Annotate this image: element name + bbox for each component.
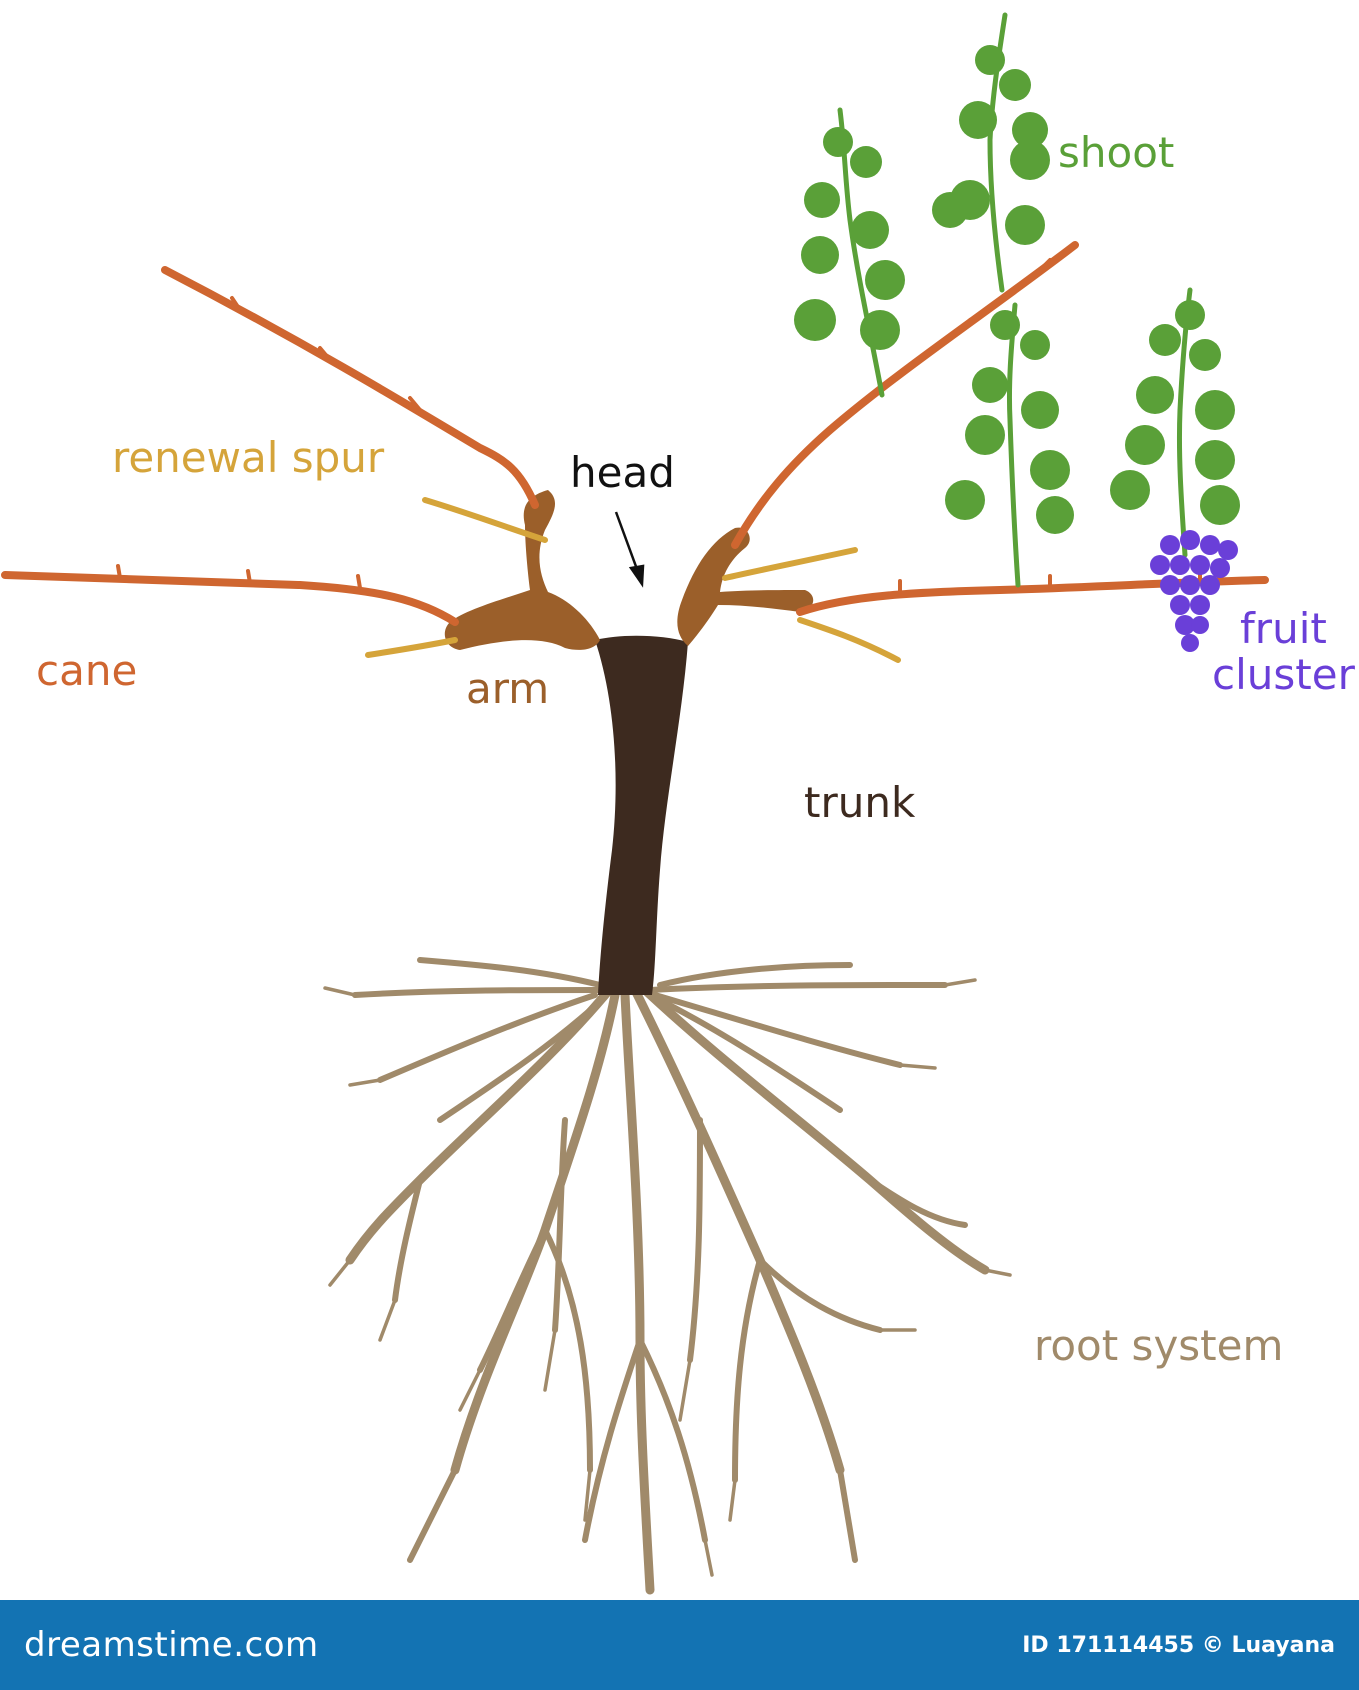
arm-illustration (444, 490, 814, 650)
fruit-cluster-label-line1: fruit (1240, 604, 1327, 653)
image-credit: ID 171114455 © Luayana (1022, 1632, 1335, 1658)
head-label: head (570, 448, 675, 497)
fruit-cluster-label: fruit cluster (1212, 604, 1355, 700)
root-system-illustration (323, 957, 1012, 1595)
trunk-label: trunk (804, 778, 916, 827)
renewal-spur-label: renewal spur (112, 433, 385, 482)
renewal-spur-illustration (365, 497, 901, 663)
root-system-label: root system (1034, 1321, 1284, 1370)
brand-logo-text: dreamstime.com (24, 1625, 319, 1665)
fruit-cluster-illustration (1150, 530, 1238, 652)
shoot-illustration (794, 12, 1240, 588)
head-arrow (614, 511, 645, 588)
shoot-label: shoot (1058, 128, 1175, 177)
cane-label: cane (36, 646, 138, 695)
trunk-illustration (595, 635, 688, 995)
fruit-cluster-label-line2: cluster (1212, 650, 1355, 700)
arm-label: arm (466, 664, 550, 713)
footer-bar: dreamstime.com ID 171114455 © Luayana (0, 1600, 1359, 1690)
grapevine-diagram (1, 12, 1269, 1595)
